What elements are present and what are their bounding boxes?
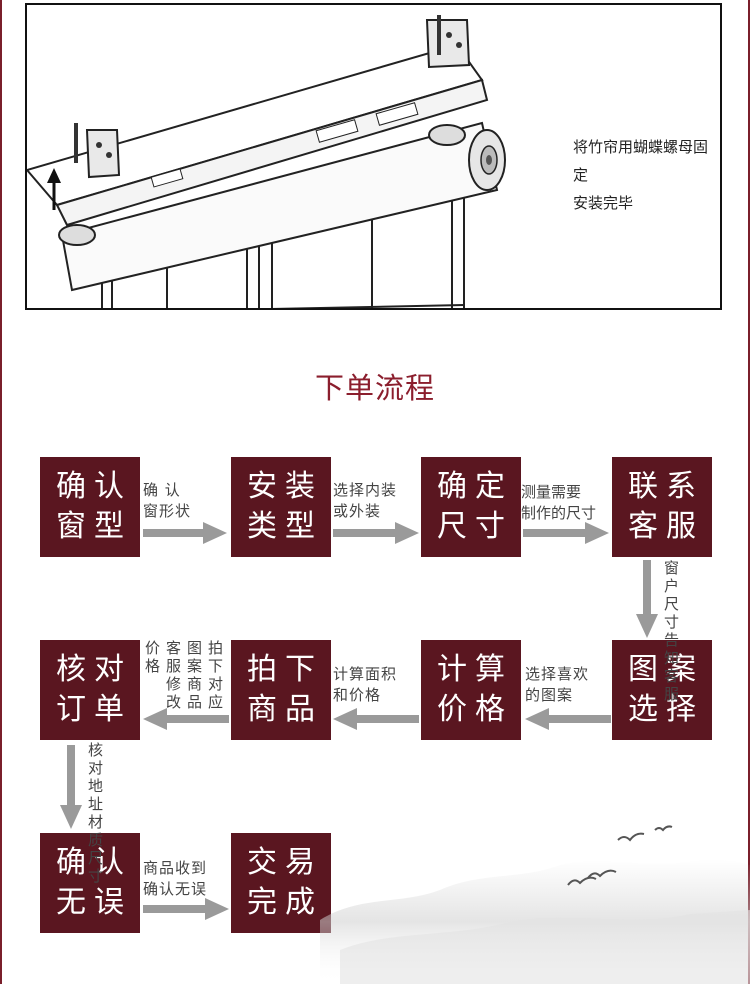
illustration-caption: 将竹帘用蝴蝶螺母固定 安装完毕 (573, 133, 720, 217)
caption-line-1: 将竹帘用蝴蝶螺母固定 (573, 138, 709, 184)
step-label-8a: 核对 (56, 652, 132, 687)
arrow-left-2 (333, 708, 419, 730)
note-area-price: 计算面积 和价格 (333, 665, 398, 704)
step-label-5a: 图案 (628, 652, 704, 687)
arrow-right-3 (523, 522, 609, 544)
step-label-2b: 类型 (247, 509, 323, 544)
arrow-left-1 (525, 708, 611, 730)
step-buy-product: 拍下 商品 (231, 640, 331, 740)
step-label-9a: 确认 (56, 845, 132, 880)
step-confirm-window-type: 确认 窗型 (40, 457, 140, 557)
note-measure-size: 测量需要 制作的尺寸 (521, 483, 597, 522)
step-label-3b: 尺寸 (437, 509, 513, 544)
step-contact-service: 联系 客服 (612, 457, 712, 557)
arrow-right-2 (333, 522, 419, 544)
right-border (748, 0, 750, 984)
step-confirm-correct: 确认 无误 (40, 833, 140, 933)
note-received-ok: 商品收到 确认无误 (143, 859, 208, 898)
note-buy-modify-price: 拍下对应 图案商品 客服修改 价格 (143, 640, 224, 712)
step-calculate-price: 计算 价格 (421, 640, 521, 740)
note-tell-service-size: 窗户尺寸告知客服 (662, 560, 680, 704)
note-install-choice: 选择内装 或外装 (333, 481, 398, 520)
step-label-7a: 拍下 (247, 652, 323, 687)
ink-landscape-decoration (320, 825, 750, 984)
step-verify-order: 核对 订单 (40, 640, 140, 740)
note-window-shape: 确 认 窗形状 (143, 481, 192, 520)
step-pattern-select: 图案 选择 (612, 640, 712, 740)
arrow-down-1 (636, 560, 658, 638)
step-label-7b: 商品 (247, 692, 323, 727)
step-label-5b: 选择 (628, 692, 704, 727)
roller-blind-drawing (27, 15, 506, 308)
note-verify-address: 核对地址材质尺寸 (86, 742, 104, 886)
step-label-6a: 计算 (437, 652, 513, 687)
step-deal-complete: 交易 完成 (231, 833, 331, 933)
installation-illustration: 将竹帘用蝴蝶螺母固定 安装完毕 (25, 3, 722, 310)
note-choose-pattern: 选择喜欢 的图案 (525, 665, 590, 704)
order-process-title: 下单流程 (314, 371, 435, 405)
step-label-1b: 窗型 (56, 509, 132, 544)
caption-line-2: 安装完毕 (573, 194, 634, 212)
step-install-type: 安装 类型 (231, 457, 331, 557)
step-label-8b: 订单 (56, 692, 132, 727)
step-label-2a: 安装 (247, 469, 323, 504)
step-label-6b: 价格 (437, 692, 513, 727)
step-label-9b: 无误 (56, 885, 132, 920)
left-border (0, 0, 2, 984)
step-confirm-size: 确定 尺寸 (421, 457, 521, 557)
step-label-10b: 完成 (247, 885, 323, 920)
arrow-left-3 (143, 708, 229, 730)
arrow-down-2 (60, 745, 82, 829)
step-label-4b: 客服 (628, 509, 704, 544)
bird-icons (567, 825, 673, 886)
step-label-10a: 交易 (247, 845, 323, 880)
arrow-right-1 (143, 522, 227, 544)
step-label-3a: 确定 (437, 469, 513, 504)
arrow-right-4 (143, 898, 229, 920)
step-label-1a: 确认 (56, 469, 132, 504)
step-label-4a: 联系 (628, 469, 704, 504)
